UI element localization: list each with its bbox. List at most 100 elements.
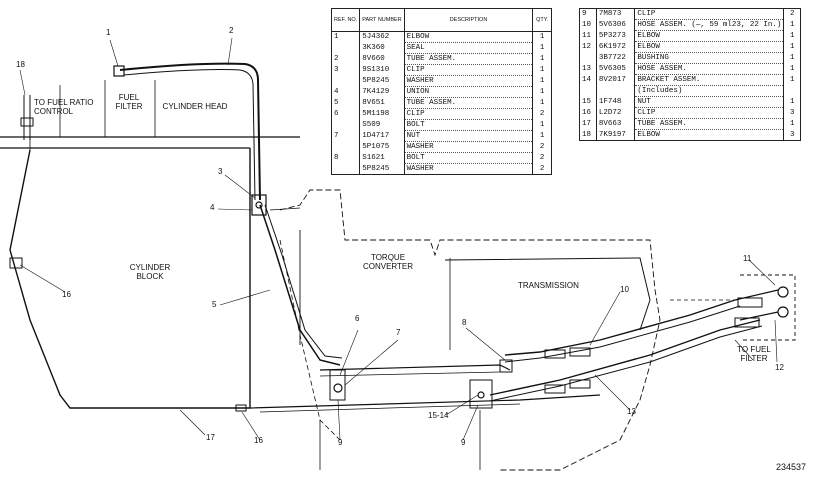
part-number-cell: 8V2017 xyxy=(595,74,635,86)
qty-cell: 3 xyxy=(783,107,801,119)
qty-cell: 2 xyxy=(532,108,552,120)
qty-cell: 1 xyxy=(532,53,552,65)
qty-cell: 1 xyxy=(532,42,552,54)
callout-3: 3 xyxy=(218,167,223,176)
qty-cell: 1 xyxy=(783,52,801,64)
ref-cell: 10 xyxy=(579,19,597,31)
label-to-fuel-ratio-control: TO FUEL RATIO CONTROL xyxy=(34,98,94,116)
label-fuel-filter: FUEL FILTER xyxy=(115,93,143,111)
callout-6: 6 xyxy=(355,314,360,323)
qty-cell: 2 xyxy=(532,141,552,153)
part-number-cell: 1F748 xyxy=(595,96,635,108)
description-cell: BOLT xyxy=(403,119,533,131)
qty-cell: 1 xyxy=(783,19,801,31)
ref-cell: 14 xyxy=(579,74,597,86)
description-cell: ELBOW xyxy=(634,129,784,141)
description-cell: WASHER xyxy=(403,163,533,175)
ref-cell: 2 xyxy=(330,53,360,65)
part-number-cell: L2D72 xyxy=(595,107,635,119)
part-number-cell: 7K9197 xyxy=(595,129,635,141)
label-cylinder-head: CYLINDER HEAD xyxy=(162,102,228,111)
part-number-cell: 7M873 xyxy=(595,8,635,20)
description-cell: WASHER xyxy=(403,141,533,153)
description-cell: TUBE ASSEM. xyxy=(403,53,533,65)
ref-cell: 8 xyxy=(330,152,360,164)
description-cell: CLIP xyxy=(634,107,784,119)
description-cell: HOSE ASSEM. (—, 59 ml23, 22 In.) xyxy=(634,19,784,31)
parts-table-header: REF. NO. PART NUMBER DESCRIPTION QTY. xyxy=(330,8,552,32)
ref-cell: 13 xyxy=(579,63,597,75)
qty-cell: 1 xyxy=(783,118,801,130)
description-cell: ELBOW xyxy=(634,30,784,42)
callout-10: 10 xyxy=(620,285,629,294)
part-number-cell: 9S1310 xyxy=(359,64,405,76)
ref-cell: 6 xyxy=(330,108,360,120)
transmission-outline xyxy=(444,257,651,331)
qty-cell: 2 xyxy=(532,152,552,164)
part-number-cell: 5V6305 xyxy=(595,63,635,75)
callout-16b: 16 xyxy=(254,436,263,445)
frame-rail xyxy=(249,394,601,409)
ref-cell: 18 xyxy=(579,129,597,141)
qty-cell: 1 xyxy=(532,64,552,76)
callout-9b: 9 xyxy=(461,438,466,447)
description-cell: ELBOW xyxy=(403,31,533,43)
ref-cell: 4 xyxy=(330,86,360,98)
ref-cell: 15 xyxy=(579,96,597,108)
part-number-cell: 1D4717 xyxy=(359,130,405,142)
callout-11: 11 xyxy=(743,254,752,263)
drawing-number: 234537 xyxy=(775,462,806,472)
part-number-cell: 8V651 xyxy=(359,97,405,109)
part-number-cell: 5P1075 xyxy=(359,141,405,153)
part-number-cell: 6K1972 xyxy=(595,41,635,53)
callout-9a: 9 xyxy=(338,438,343,447)
qty-cell: 1 xyxy=(783,96,801,108)
hose-10-line xyxy=(504,299,736,356)
fitting-box xyxy=(740,274,796,341)
callout-18: 18 xyxy=(16,60,25,69)
description-cell: NUT xyxy=(634,96,784,108)
qty-cell: 1 xyxy=(532,86,552,98)
torque-converter-outline xyxy=(279,189,661,471)
qty-cell xyxy=(783,85,801,97)
part-number-cell: 3B7722 xyxy=(595,52,635,64)
ref-cell xyxy=(579,52,597,64)
ref-cell: 12 xyxy=(579,41,597,53)
callout-8: 8 xyxy=(462,318,467,327)
description-cell: CLIP xyxy=(403,64,533,76)
header-ref: REF. NO. xyxy=(330,8,360,32)
callout-15-14: 15-14 xyxy=(428,411,449,420)
description-cell: HOSE ASSEM. xyxy=(634,63,784,75)
tube-2-line xyxy=(119,62,261,201)
qty-cell: 1 xyxy=(783,63,801,75)
qty-cell: 1 xyxy=(532,119,552,131)
part-number-cell: 5V6306 xyxy=(595,19,635,31)
callout-17: 17 xyxy=(206,433,215,442)
callout-13: 13 xyxy=(627,407,636,416)
callout-2: 2 xyxy=(229,26,234,35)
description-cell: TUBE ASSEM. xyxy=(403,97,533,109)
description-cell: BRACKET ASSEM. xyxy=(634,74,784,86)
ref-cell xyxy=(330,163,360,175)
head-top-line xyxy=(59,80,156,137)
callout-4: 4 xyxy=(210,203,215,212)
qty-cell: 1 xyxy=(532,75,552,87)
